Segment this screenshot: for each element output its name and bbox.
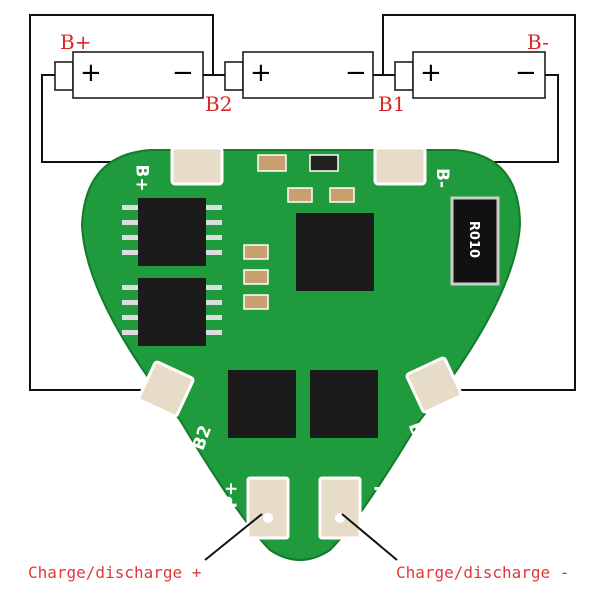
battery-1-minus: − [172,58,194,88]
battery-2-minus: − [345,58,367,88]
battery-1-plus: + [80,58,102,88]
battery-3 [394,51,546,99]
battery-3-minus: − [515,58,537,88]
battery-1 [54,51,204,99]
label-b-plus: B+ [60,30,92,54]
ic-chips [138,198,378,438]
label-b2: B2 [205,92,233,116]
smd-components [243,154,355,310]
caption-charge-discharge-plus: Charge/discharge + [28,563,202,582]
silk-p-plus: P+ [221,481,242,509]
battery-2-plus: + [250,58,272,88]
silk-p-minus: P- [369,485,390,505]
label-b-minus: B- [527,30,549,54]
label-b1: B1 [378,92,406,116]
pads [137,146,463,540]
shunt-resistor [450,196,500,286]
silk-b-plus: B+ [131,164,152,192]
silk-b-minus: B- [432,167,453,189]
arrow-left [204,513,263,561]
chip-pins [122,205,222,335]
caption-charge-discharge-minus: Charge/discharge - [396,563,570,582]
arrow-right [341,513,398,561]
silk-resistor: R010 [466,220,482,259]
battery-2 [224,51,374,99]
battery-3-plus: + [420,58,442,88]
wires [29,14,576,391]
